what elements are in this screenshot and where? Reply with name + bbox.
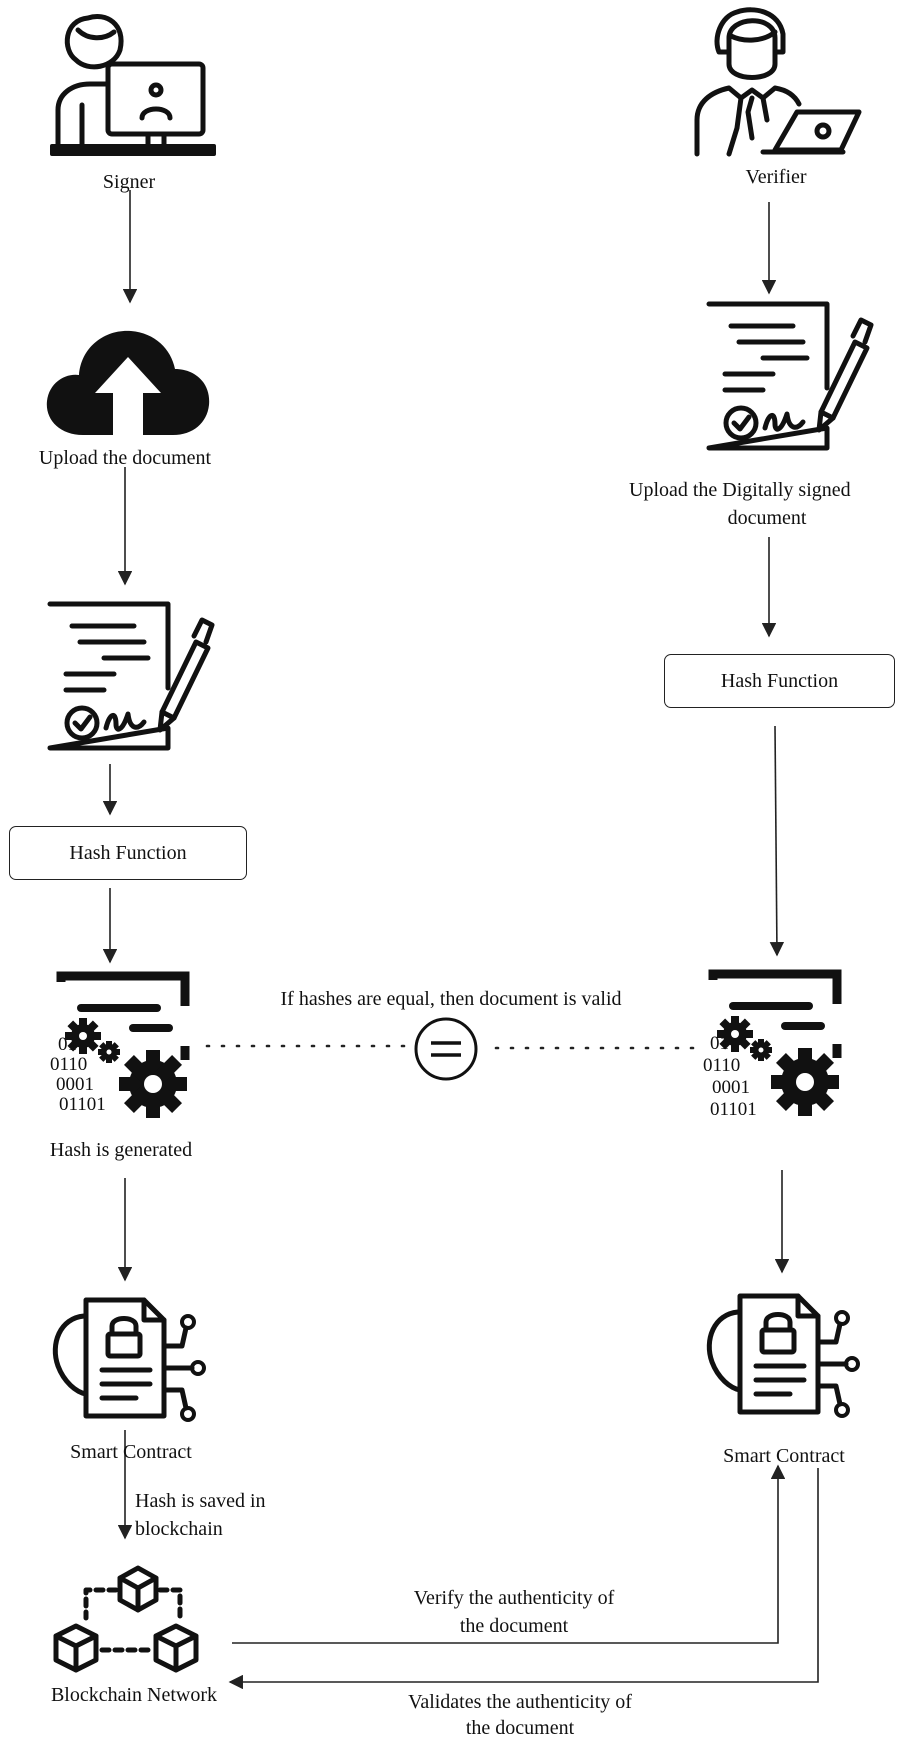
comparison-label: If hashes are equal, then document is va… <box>280 988 622 1010</box>
signer-label: Signer <box>102 171 156 193</box>
blockchain-icon <box>53 1565 199 1673</box>
hash-saved-label-line-1: Hash is saved in <box>135 1490 266 1512</box>
hash-generated-label: Hash is generated <box>49 1139 193 1161</box>
binary-line-3-right: 0001 <box>712 1077 750 1098</box>
signed-document-icon-right <box>706 301 874 451</box>
arrow-hash-to-gears <box>769 725 785 957</box>
signed-document-icon <box>47 601 215 751</box>
upload-signed-label-line-1: Upload the Digitally signed <box>629 479 851 501</box>
smart-contract-label-left: Smart Contract <box>70 1441 192 1463</box>
equals-icon <box>414 1017 478 1081</box>
hash-saved-label-line-2: blockchain <box>135 1518 223 1540</box>
hash-gears-icon <box>56 971 190 1118</box>
upload-document-label: Upload the document <box>38 447 212 469</box>
verify-label-line-2: the document <box>459 1615 569 1637</box>
arrow-validate-to-blockchain <box>228 1468 819 1690</box>
verifier-label: Verifier <box>745 166 807 188</box>
smart-contract-icon <box>52 1297 206 1422</box>
validate-label-line-1: Validates the authenticity of <box>408 1691 632 1713</box>
binary-line-3-left: 0001 <box>56 1074 94 1095</box>
arrow-verify-to-contract <box>232 1464 786 1644</box>
smart-contract-label-right: Smart Contract <box>723 1445 845 1467</box>
validate-label-line-2: the document <box>465 1717 575 1739</box>
upload-signed-label-line-2: document <box>727 507 807 529</box>
cloud-upload-icon <box>46 330 210 441</box>
binary-line-1-right: 01 <box>710 1033 729 1054</box>
binary-line-2-right: 0110 <box>703 1055 741 1076</box>
smart-contract-icon-right <box>706 1293 860 1418</box>
binary-line-1-left: 01 <box>58 1034 77 1055</box>
binary-line-4-right: 01101 <box>710 1099 757 1120</box>
verifier-icon <box>694 7 862 157</box>
binary-line-4-left: 01101 <box>59 1094 106 1115</box>
hash-gears-icon-right <box>708 969 842 1116</box>
binary-line-2-left: 0110 <box>50 1054 88 1075</box>
blockchain-network-label: Blockchain Network <box>50 1684 218 1706</box>
signer-icon <box>50 14 216 156</box>
hash-function-box-left: Hash Function <box>9 826 247 880</box>
hash-function-box-right: Hash Function <box>664 654 895 708</box>
verify-label-line-1: Verify the authenticity of <box>413 1587 615 1609</box>
